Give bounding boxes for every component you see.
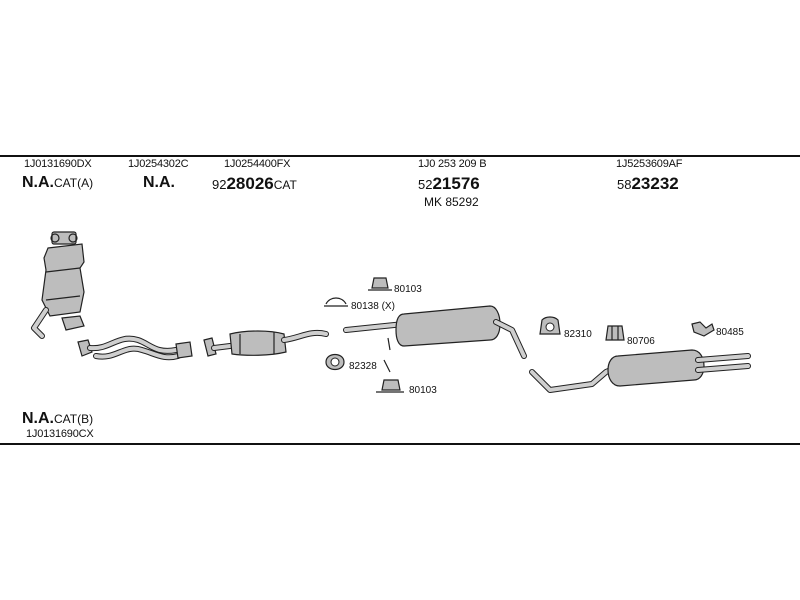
part-desc-2: N.A. <box>143 174 175 192</box>
prefix-number: 92 <box>212 177 227 192</box>
flex-pipe-icon <box>203 329 329 357</box>
part-code-4: 1J0 253 209 B <box>418 158 487 170</box>
part-code-2: 1J0254302C <box>128 158 189 170</box>
bracket-icon <box>376 379 404 393</box>
clamp-icon <box>383 337 391 373</box>
rubber-mount-icon <box>539 316 561 335</box>
tag-clamp: 80138 (X) <box>351 301 395 312</box>
part-desc-5: 5823232 <box>617 174 679 194</box>
part-code-5: 1J5253609AF <box>616 158 683 170</box>
gasket-icon <box>325 353 345 371</box>
mounting-kit-label: MK 85292 <box>424 195 479 209</box>
tag-ring: 82310 <box>564 329 592 340</box>
na-label: N.A. <box>22 410 54 427</box>
bracket-icon <box>691 321 715 337</box>
tag-bracket-bottom: 80103 <box>409 385 437 396</box>
top-rule <box>0 155 800 157</box>
cat-suffix: CAT(A) <box>54 176 94 190</box>
cat-suffix: CAT <box>273 178 297 192</box>
bottom-part-desc: N.A.CAT(B) <box>22 410 93 428</box>
tag-hanger: 80485 <box>716 327 744 338</box>
rubber-mount-icon <box>605 325 625 341</box>
middle-silencer-icon <box>343 305 527 359</box>
tag-mount: 80706 <box>627 336 655 347</box>
bottom-part-code: 1J0131690CX <box>26 428 94 440</box>
part-desc-3: 9228026CAT <box>212 174 297 194</box>
bottom-rule <box>0 443 800 445</box>
part-code-1: 1J0131690DX <box>24 158 92 170</box>
rear-silencer-icon <box>529 349 751 393</box>
tag-gasket: 82328 <box>349 361 377 372</box>
na-label: N.A. <box>22 174 54 191</box>
main-number: 28026 <box>226 174 274 193</box>
clamp-icon <box>324 297 348 307</box>
bracket-icon <box>368 277 392 291</box>
prefix-number: 52 <box>418 177 433 192</box>
catalytic-converter-icon <box>31 231 85 339</box>
na-label: N.A. <box>143 174 175 191</box>
front-pipe-icon <box>77 335 193 361</box>
main-number: 21576 <box>432 174 480 193</box>
part-desc-4: 5221576 <box>418 174 480 194</box>
cat-suffix: CAT(B) <box>54 412 94 426</box>
main-number: 23232 <box>631 174 679 193</box>
prefix-number: 58 <box>617 177 632 192</box>
part-desc-1: N.A.CAT(A) <box>22 174 93 192</box>
tag-bracket-top: 80103 <box>394 284 422 295</box>
part-code-3: 1J0254400FX <box>224 158 291 170</box>
